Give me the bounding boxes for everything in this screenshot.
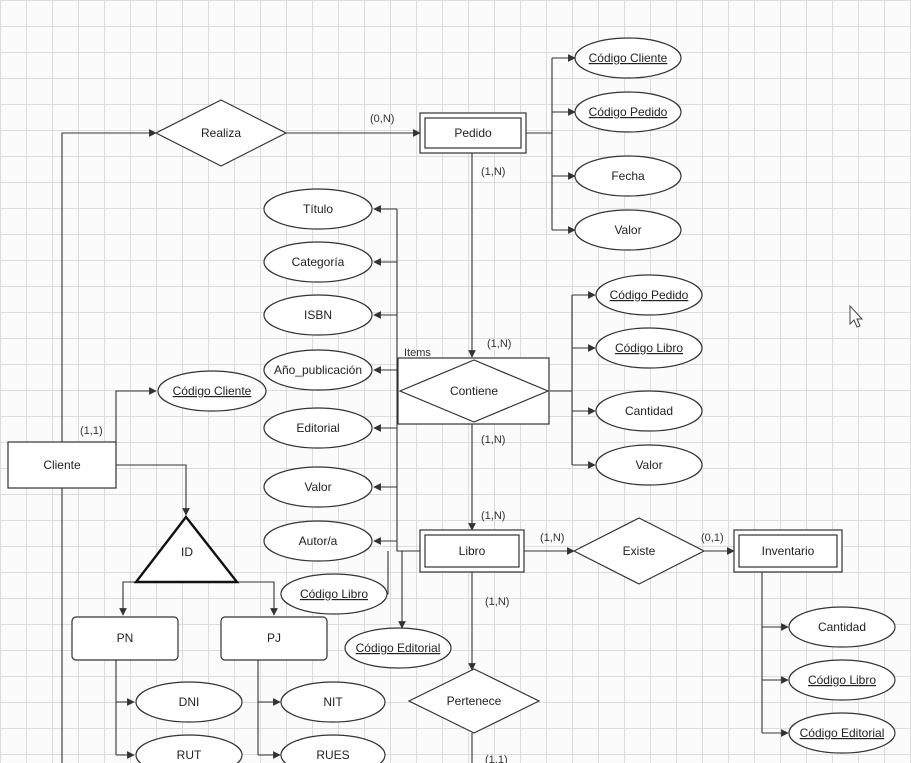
attribute-pedido-codigo-cliente-label: Código Cliente — [589, 51, 668, 65]
attribute-pn-dni[interactable]: DNI — [135, 681, 243, 723]
cardinality-existe-inventario: (0,1) — [701, 532, 724, 544]
attribute-pedido-valor[interactable]: Valor — [574, 209, 682, 251]
attribute-libro-codigo-libro-label: Código Libro — [300, 587, 368, 601]
edge-id-pj — [237, 581, 278, 616]
edge-items-attributes — [550, 295, 573, 465]
relationship-existe[interactable]: Existe — [572, 517, 706, 585]
attribute-pn-rut[interactable]: RUT — [135, 734, 243, 763]
attribute-items-valor[interactable]: Valor — [595, 444, 703, 486]
relationship-contiene-tag: Items — [404, 347, 431, 359]
attribute-libro-isbn[interactable]: ISBN — [263, 294, 373, 336]
attribute-inv-codigo-editorial[interactable]: Código Editorial — [788, 712, 896, 754]
entity-pn[interactable]: PN — [71, 616, 179, 661]
attribute-pedido-codigo-cliente[interactable]: Código Cliente — [574, 37, 682, 79]
attribute-pj-nit[interactable]: NIT — [280, 681, 386, 723]
attribute-pedido-fecha-label: Fecha — [611, 169, 645, 183]
entity-inventario[interactable]: Inventario — [733, 529, 843, 573]
cardinality-libro-pertenece: (1,N) — [485, 596, 509, 608]
attribute-pedido-fecha[interactable]: Fecha — [574, 155, 682, 197]
attribute-items-valor-label: Valor — [635, 458, 662, 472]
entity-pj[interactable]: PJ — [220, 616, 328, 661]
attribute-libro-codigo-editorial-label: Código Editorial — [356, 641, 441, 655]
attribute-inv-cantidad-label: Cantidad — [818, 620, 866, 634]
cardinality-libro-existe: (1,N) — [540, 532, 564, 544]
cardinality-pedido-contiene: (1,N) — [481, 166, 505, 178]
attribute-cliente-codigo-cliente[interactable]: Código Cliente — [157, 370, 267, 412]
attribute-pj-rues-label: RUES — [316, 748, 349, 762]
entity-libro-label: Libro — [459, 544, 486, 558]
attribute-libro-autor[interactable]: Autor/a — [263, 520, 373, 562]
relationship-id[interactable]: ID — [133, 515, 240, 584]
attribute-cliente-codigo-cliente-label: Código Cliente — [173, 384, 252, 398]
attribute-pj-rues[interactable]: RUES — [280, 734, 386, 763]
attribute-pn-dni-label: DNI — [179, 695, 200, 709]
cardinality-contiene-top: (1,N) — [487, 338, 511, 350]
relationship-pertenece[interactable]: Pertenece — [407, 668, 541, 734]
edge-cliente-id — [116, 464, 190, 516]
edge-cliente-realiza — [61, 129, 157, 763]
relationship-realiza[interactable]: Realiza — [154, 99, 288, 167]
attribute-libro-titulo-label: Título — [303, 202, 333, 216]
mouse-cursor-icon — [849, 304, 864, 328]
attribute-items-codigo-pedido-label: Código Pedido — [610, 288, 689, 302]
attribute-libro-codigo-editorial[interactable]: Código Editorial — [344, 627, 452, 669]
attribute-pedido-codigo-pedido[interactable]: Código Pedido — [574, 91, 682, 133]
attribute-items-cantidad[interactable]: Cantidad — [595, 390, 703, 432]
attribute-inv-codigo-editorial-label: Código Editorial — [800, 726, 885, 740]
attribute-pj-nit-label: NIT — [323, 695, 343, 709]
edge-id-pn — [119, 581, 136, 616]
cardinality-labels: (0,N) (1,N) (1,N) (1,N) (1,N) (1,N) (0,1… — [80, 113, 724, 763]
entity-cliente-label: Cliente — [43, 458, 81, 472]
relationship-existe-label: Existe — [623, 544, 656, 558]
cardinality-cliente: (1,1) — [80, 425, 103, 437]
entity-pedido-label: Pedido — [454, 126, 492, 140]
attribute-pedido-codigo-pedido-label: Código Pedido — [589, 105, 668, 119]
attribute-libro-valor-label: Valor — [304, 480, 331, 494]
entity-pn-label: PN — [117, 631, 134, 645]
attribute-libro-categoria[interactable]: Categoría — [263, 241, 373, 283]
entity-libro[interactable]: Libro — [419, 529, 525, 573]
attribute-libro-editorial-label: Editorial — [296, 421, 339, 435]
attribute-items-cantidad-label: Cantidad — [625, 404, 673, 418]
attribute-pedido-valor-label: Valor — [614, 223, 641, 237]
attribute-inv-codigo-libro-label: Código Libro — [808, 673, 876, 687]
cardinality-pertenece-bottom: (1,1) — [485, 754, 508, 763]
attribute-libro-isbn-label: ISBN — [304, 308, 332, 322]
attribute-libro-autor-label: Autor/a — [299, 534, 338, 548]
connectors — [61, 54, 789, 763]
attribute-libro-valor[interactable]: Valor — [263, 466, 373, 508]
attribute-libro-titulo[interactable]: Título — [263, 188, 373, 230]
entity-inventario-label: Inventario — [762, 544, 815, 558]
edge-cliente-codigo-cliente — [115, 387, 157, 445]
attribute-pn-rut-label: RUT — [177, 748, 202, 762]
attribute-items-codigo-libro[interactable]: Código Libro — [595, 327, 703, 369]
entity-pedido[interactable]: Pedido — [419, 112, 527, 154]
relationship-id-label: ID — [181, 545, 193, 559]
relationship-realiza-label: Realiza — [201, 126, 241, 140]
entity-pj-label: PJ — [267, 631, 281, 645]
attribute-inv-codigo-libro[interactable]: Código Libro — [788, 659, 896, 701]
attribute-items-codigo-pedido[interactable]: Código Pedido — [595, 274, 703, 316]
attribute-inv-cantidad[interactable]: Cantidad — [788, 606, 896, 648]
relationship-contiene[interactable]: Contiene Items — [397, 347, 550, 425]
attribute-items-codigo-libro-label: Código Libro — [615, 341, 683, 355]
attribute-libro-anio[interactable]: Año_publicación — [263, 349, 373, 391]
entity-cliente[interactable]: Cliente — [7, 441, 117, 489]
attribute-libro-editorial[interactable]: Editorial — [263, 407, 373, 449]
cardinality-libro-top: (1,N) — [481, 510, 505, 522]
cardinality-realiza-pedido: (0,N) — [370, 113, 394, 125]
relationship-contiene-label: Contiene — [450, 384, 498, 398]
attribute-libro-anio-label: Año_publicación — [274, 363, 362, 377]
edge-pedido-attributes — [526, 58, 553, 230]
cardinality-contiene-bottom: (1,N) — [481, 434, 505, 446]
attribute-libro-categoria-label: Categoría — [292, 255, 345, 269]
relationship-pertenece-label: Pertenece — [447, 694, 502, 708]
attribute-libro-codigo-libro[interactable]: Código Libro — [280, 573, 388, 615]
